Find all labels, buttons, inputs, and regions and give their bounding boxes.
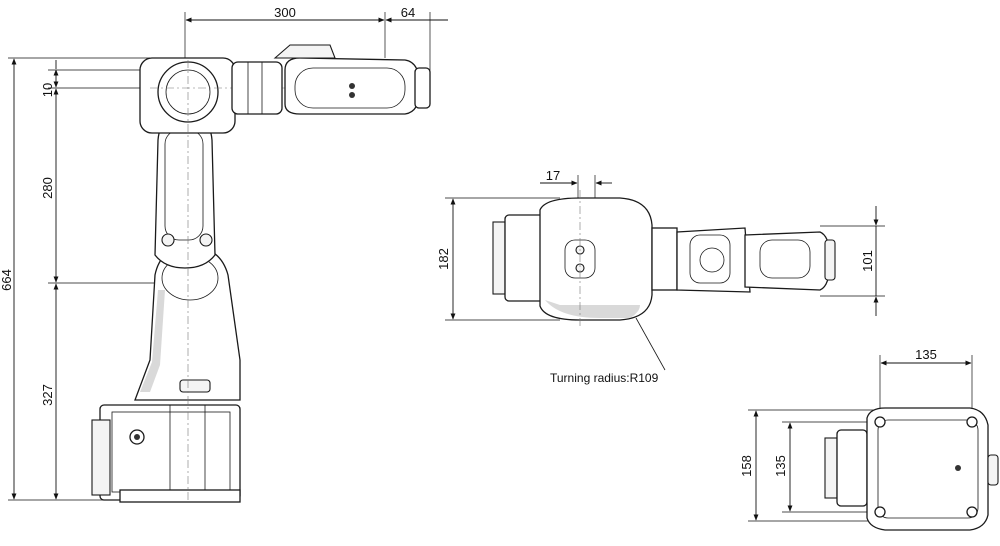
dim-horizontal-reach: 300 [274, 5, 296, 20]
side-view: 300 64 664 10 280 327 [0, 5, 448, 503]
robot-forearm [231, 44, 431, 115]
robot-column [134, 244, 241, 401]
dim-base-height: 327 [40, 384, 55, 406]
robot-lower-arm [154, 111, 216, 269]
base-view: 135 158 135 [739, 347, 999, 531]
robot-base [91, 404, 241, 503]
turning-radius-label: Turning radius:R109 [550, 371, 659, 385]
dim-wrist-width: 101 [860, 250, 875, 272]
dim-overall-height: 664 [0, 269, 14, 291]
dim-wrist-offset: 64 [401, 5, 415, 20]
dim-hole-spacing-y: 135 [773, 455, 788, 477]
dim-top-offset: 10 [40, 83, 55, 97]
top-view: 17 182 101 Turning radius:R109 [436, 168, 885, 385]
dim-overall-depth: 158 [739, 455, 754, 477]
dim-hole-spacing-x: 135 [915, 347, 937, 362]
dim-upper-arm: 280 [40, 177, 55, 199]
dim-top-width: 182 [436, 248, 451, 270]
dim-offset: 17 [546, 168, 560, 183]
robot-elbow [139, 57, 420, 500]
